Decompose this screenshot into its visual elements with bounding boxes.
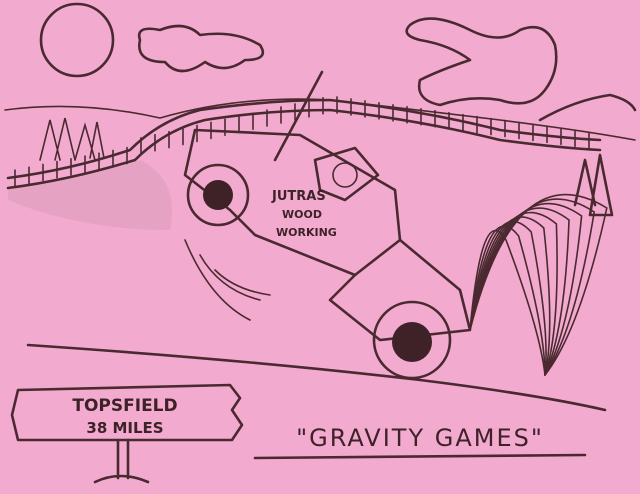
road-line	[26, 343, 607, 412]
cloud-right	[405, 17, 558, 107]
dirt-spray	[469, 193, 608, 376]
sign-line2: 38 MILES	[86, 419, 163, 437]
spray-arc	[469, 193, 608, 376]
trees-left	[39, 117, 105, 161]
cloud-edge	[538, 93, 637, 122]
spray-arc	[469, 198, 596, 376]
truck-bed	[328, 238, 472, 342]
spray-arc	[469, 202, 583, 376]
spray-arc	[469, 220, 547, 376]
sun	[39, 2, 115, 78]
truck-window	[313, 146, 380, 202]
truck-text-line3: WORKING	[276, 226, 337, 239]
spray-arc	[469, 225, 546, 376]
sign-board	[10, 383, 244, 442]
spray-arc	[469, 229, 546, 376]
speed-lines	[184, 239, 271, 321]
rear-hub	[392, 322, 432, 362]
truck-text-line2: WOOD	[282, 208, 322, 221]
rear-wheel	[372, 300, 452, 380]
antenna	[273, 70, 324, 162]
sign-line1: TOPSFIELD	[72, 396, 177, 416]
spray-arc	[469, 211, 558, 376]
spray-arc	[469, 207, 570, 376]
signpost	[93, 438, 150, 484]
driver-face	[332, 162, 358, 188]
fence-posts	[14, 96, 590, 187]
caption-underline	[253, 453, 587, 460]
front-hub	[203, 180, 233, 210]
caption-title: "GRAVITY GAMES"	[296, 424, 544, 452]
cloud-left	[137, 24, 265, 73]
truck-text-line1: JUTRAS	[271, 189, 326, 204]
front-wheel	[186, 163, 250, 227]
tree-right	[573, 153, 614, 217]
spray-arc	[469, 216, 551, 376]
ground-shading	[8, 160, 172, 230]
